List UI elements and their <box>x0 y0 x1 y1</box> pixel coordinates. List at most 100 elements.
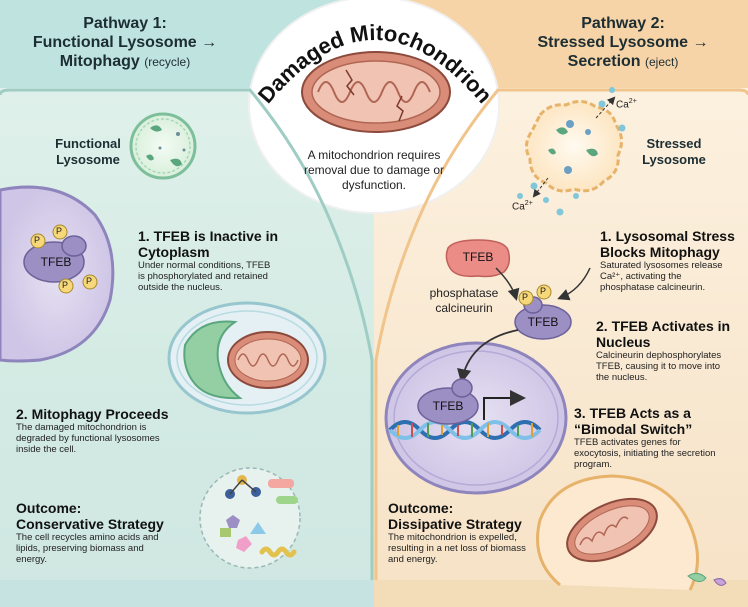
center-mitochondrion-icon <box>301 51 451 133</box>
ca-label-bottom-text: Ca <box>512 201 525 213</box>
right-phosphate-group <box>518 284 552 306</box>
left-step1-body-line2: is phosphorylated and retained <box>138 271 268 282</box>
right-step1: 1. Lysosomal Stress Blocks Mitophagy Sat… <box>600 228 740 293</box>
right-header-line3-main: Secretion <box>567 53 641 70</box>
functional-lysosome-label: Functional Lysosome <box>38 136 138 168</box>
nuclear-tfeb-protein <box>417 378 479 425</box>
ca-label-bottom: Ca2+ <box>512 200 533 212</box>
right-header-line1: Pathway 2: <box>581 15 665 32</box>
left-step2-body-line2: degraded by functional lysosomes <box>16 433 160 444</box>
center-description-line2: removal due to damage or <box>303 163 445 177</box>
right-cell-membrane <box>374 88 748 580</box>
left-cell-membrane <box>0 88 374 580</box>
left-header-line3-main: Mitophagy <box>59 53 140 70</box>
left-step2-body-line3: inside the cell. <box>16 444 77 455</box>
calcineurin-tfeb-icon <box>445 239 511 278</box>
left-outcome-title-line1: Outcome: <box>16 500 82 516</box>
ca-label-bottom-charge: 2+ <box>524 200 533 207</box>
calcineurin-tfeb-label: TFEB <box>462 250 494 264</box>
right-step2: 2. TFEB Activates in Nucleus Calcineurin… <box>596 318 741 383</box>
right-tfeb-label: TFEB <box>527 315 559 329</box>
nuclear-tfeb-label: TFEB <box>432 399 464 413</box>
left-step2: 2. Mitophagy Proceeds The damaged mitoch… <box>16 406 216 455</box>
right-p-label-2: P <box>540 286 547 296</box>
right-step3-title-line2: “Bimodal Switch” <box>574 421 693 437</box>
calcium-ions <box>517 87 626 216</box>
left-header-line3: Mitophagy (recycle) <box>0 52 250 72</box>
tfeb-nuclear-import-arrow <box>457 329 519 384</box>
stressed-lysosome-icon <box>525 100 623 193</box>
left-outcome-title-line2: Conservative Strategy <box>16 516 164 532</box>
recycled-molecules-icon <box>199 467 301 569</box>
left-outcome: Outcome: Conservative Strategy The cell … <box>16 500 206 565</box>
right-step1-title-line2: Blocks Mitophagy <box>600 244 720 260</box>
right-outcome-body-line1: The mitochondrion is expelled, <box>388 532 517 543</box>
stressed-lysosome-label-line2: Lysosome <box>642 152 706 167</box>
right-step2-body-line3: the nucleus. <box>596 372 648 383</box>
right-nucleus <box>384 341 568 495</box>
left-outcome-body-line1: The cell recycles amino acids and <box>16 532 159 543</box>
calcineurin-label: phosphatase calcineurin <box>418 286 510 316</box>
left-step2-title: 2. Mitophagy Proceeds <box>16 406 169 422</box>
right-step1-body-line1: Saturated lysosomes release <box>600 260 723 271</box>
right-step3: 3. TFEB Acts as a “Bimodal Switch” TFEB … <box>574 405 744 470</box>
right-p-label-1: P <box>522 292 529 302</box>
left-step1-body-line1: Under normal conditions, TFEB <box>138 260 271 271</box>
left-p-label-4: P <box>86 276 93 286</box>
calcineurin-label-line2: calcineurin <box>435 301 493 315</box>
right-step3-body-line2: exocytosis, initiating the secretion <box>574 448 716 459</box>
left-step2-body-line1: The damaged mitochondrion is <box>16 422 147 433</box>
right-step2-body-line2: TFEB, causing it to move into <box>596 361 721 372</box>
left-outcome-body-line2: lipids, preserving biomass and <box>16 543 144 554</box>
right-step2-body-line1: Calcineurin dephosphorylates <box>596 350 722 361</box>
left-header-line1: Pathway 1: <box>83 15 167 32</box>
right-step3-body-line3: program. <box>574 459 613 470</box>
center-description-line3: dysfunction. <box>341 178 407 192</box>
right-outcome: Outcome: Dissipative Strategy The mitoch… <box>388 500 568 565</box>
right-step3-title-line1: 3. TFEB Acts as a <box>574 405 691 421</box>
right-outcome-title-line1: Outcome: <box>388 500 454 516</box>
calcineurin-label-line1: phosphatase <box>429 286 499 300</box>
stressed-lysosome-label-line1: Stressed <box>646 136 702 151</box>
left-header-line2: Functional Lysosome → <box>32 34 218 51</box>
right-outcome-body-line3: and energy. <box>388 554 438 565</box>
transcription-arrow <box>483 390 526 420</box>
ca-label-top: Ca2+ <box>616 98 637 110</box>
right-step2-title-line1: 2. TFEB Activates in <box>596 318 731 334</box>
left-p-label-1: P <box>34 235 41 245</box>
stressed-lysosome-label: Stressed Lysosome <box>624 136 724 168</box>
right-outcome-body-line2: resulting in a net loss of biomass <box>388 543 526 554</box>
ca-label-top-text: Ca <box>616 99 629 111</box>
right-step1-title-line1: 1. Lysosomal Stress <box>600 228 735 244</box>
right-header: Pathway 2: Stressed Lysosome → Secretion… <box>498 14 748 72</box>
right-header-line3: Secretion (eject) <box>498 52 748 72</box>
right-outcome-title-line2: Dissipative Strategy <box>388 516 522 532</box>
right-header-line2: Stressed Lysosome → <box>537 34 709 51</box>
calcineurin-to-tfeb-arrow <box>495 267 520 301</box>
left-step1: 1. TFEB is Inactive in Cytoplasm Under n… <box>138 228 328 293</box>
left-step1-title-line1: 1. TFEB is Inactive in <box>138 228 279 244</box>
left-header: Pathway 1: Functional Lysosome → Mitopha… <box>0 14 250 72</box>
ca-label-top-charge: 2+ <box>628 98 637 105</box>
center-title-arc: Damaged Mitochondrion <box>253 20 497 108</box>
left-p-label-2: P <box>56 226 63 236</box>
right-step2-title-line2: Nucleus <box>596 334 651 350</box>
center-description: A mitochondrion requires removal due to … <box>284 148 464 193</box>
left-footer-band <box>0 580 374 607</box>
right-step1-body-line2: Ca²⁺, activating the <box>600 271 682 282</box>
left-tfeb-protein <box>23 235 87 283</box>
center-title: Damaged Mitochondrion <box>253 20 497 108</box>
left-outcome-body-line3: energy. <box>16 554 47 565</box>
right-step3-body-line1: TFEB activates genes for <box>574 437 681 448</box>
functional-lysosome-icon <box>129 112 197 180</box>
right-step1-body-line3: phosphatase calcineurin. <box>600 282 706 293</box>
left-p-label-3: P <box>62 280 69 290</box>
exocytosis-vesicle-icon <box>536 474 727 591</box>
left-header-line3-note: (recycle) <box>144 55 191 69</box>
left-phosphate-group <box>30 224 98 294</box>
functional-lysosome-label-line1: Functional <box>55 136 121 151</box>
left-tfeb-label: TFEB <box>40 255 72 269</box>
dna-helix-icon <box>388 420 542 440</box>
functional-lysosome-label-line2: Lysosome <box>56 152 120 167</box>
